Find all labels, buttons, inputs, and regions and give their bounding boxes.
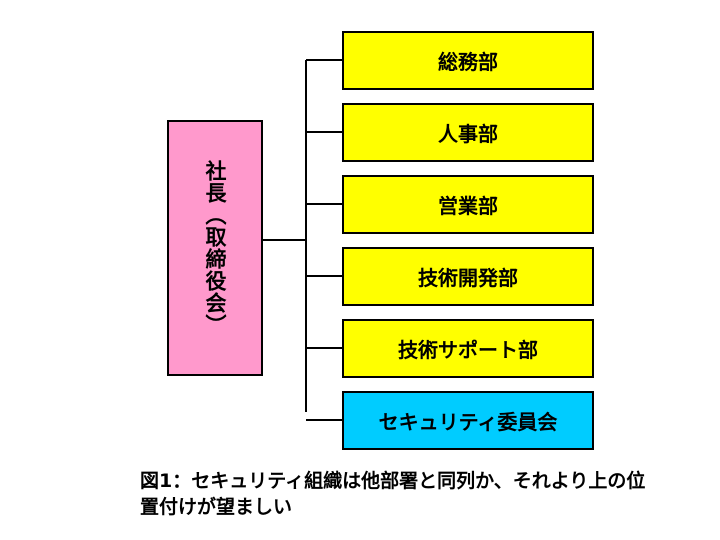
dept-node-human-resources: 人事部 [342,103,594,162]
dept-node-label: 人事部 [438,122,498,146]
dept-node-label: 総務部 [438,50,498,74]
dept-node-security-committee: セキュリティ委員会 [342,391,594,450]
root-node-president: 社長（取締役会） [167,120,263,376]
figure-caption: 図1：セキュリティ組織は他部署と同列か、それより上の位置付けが望ましい [140,470,646,518]
dept-node-label: 技術サポート部 [398,338,538,362]
dept-node-label: 営業部 [438,194,498,218]
dept-node-technical-development: 技術開発部 [342,247,594,306]
dept-node-general-affairs: 総務部 [342,31,594,90]
dept-node-label: 技術開発部 [418,266,518,290]
dept-node-technical-support: 技術サポート部 [342,319,594,378]
root-node-label: 社長（取締役会） [203,160,227,336]
dept-node-sales: 営業部 [342,175,594,234]
dept-node-label: セキュリティ委員会 [378,410,558,434]
